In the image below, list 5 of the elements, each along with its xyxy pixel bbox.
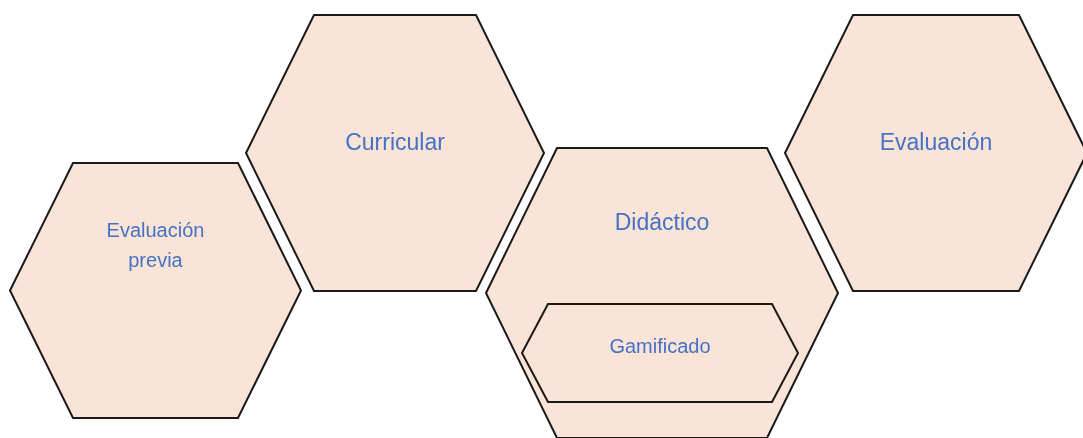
hexagon-label: Curricular xyxy=(345,128,445,157)
hexagon-label: Gamificado xyxy=(609,334,711,359)
hexagon-label: Evaluación xyxy=(879,128,993,157)
hexagon-label: Evaluación previa xyxy=(105,218,206,273)
hexagon-label: Didáctico xyxy=(614,208,710,237)
